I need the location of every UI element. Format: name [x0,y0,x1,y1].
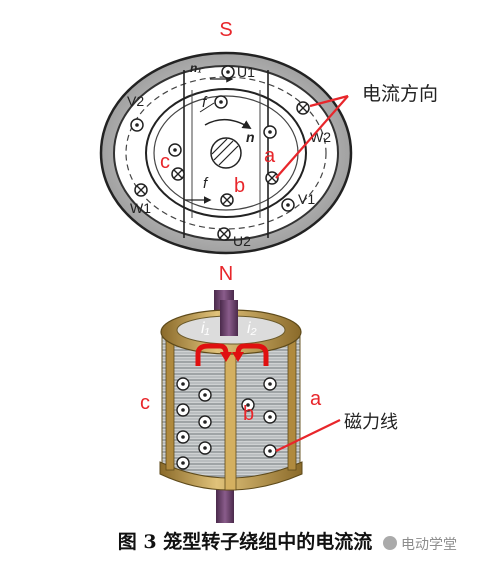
field-n1-label: n₁ [190,61,202,75]
current-arrow-left-head [220,352,232,362]
stator-slot-v2 [130,118,144,132]
force-top-arrow [199,102,215,113]
rotor-conductor-top [214,95,228,109]
cage-bar-right [287,339,297,471]
pole-s-label: S [219,19,232,41]
shaft-hatch-2 [218,145,239,166]
current-pointer-1 [309,94,349,108]
cage-bar-left [165,339,175,471]
stator-u1-label: U1 [237,64,255,80]
watermark: 电动学堂 [383,536,457,552]
bottom-end-ring [159,461,303,491]
watermark-logo-icon [383,536,397,550]
current-direction-label: 电流方向 [362,83,438,105]
rotation-arrow [204,119,252,129]
cage-bar-center [224,351,237,491]
rotor-conductor-bottom [220,193,234,207]
figure-caption: 图 3 笼型转子绕组中的电流流 [118,530,372,553]
pole-n-label: N [219,263,233,285]
force-f-bottom-label: f [203,175,209,192]
stator-v1-label: V1 [298,191,315,207]
stator-slot-w2 [296,101,310,115]
rotor-shaft-center [220,300,238,336]
rotor-conductor-left-upper [168,143,182,157]
watermark-text: 电动学堂 [401,536,457,552]
flux-pointer [275,419,341,452]
shaft-hatch-3 [211,138,228,155]
stator-slot-u2 [217,227,231,241]
rotor-conductor-right-lower [265,171,279,185]
cage-conductor-dots [176,377,277,470]
stator-u2-label: U2 [233,233,251,249]
rotor-b-label: b [234,175,245,197]
cage-b-label: b [243,403,254,425]
cage-rotor-3d: i₁ i₂ [140,290,398,523]
stator-slot-u1 [221,65,235,79]
stator-w1-label: W1 [130,200,151,216]
shaft-circle [210,137,242,169]
rotor-conductor-right-upper [263,125,277,139]
shaft-hatch-1 [213,140,234,161]
current-arrow-right [235,343,269,366]
flux-label: 磁力线 [344,412,398,432]
current-i1-label: i₁ [201,320,210,337]
stator-v2-label: V2 [127,93,144,109]
rotor-a-label: a [264,145,276,167]
rotor-c-label: c [160,151,170,173]
cage-c-label: c [140,392,150,414]
current-i2-label: i₂ [247,320,257,337]
rotor-shaft-bottom [216,488,234,523]
stator-rotor-diagram: S N n f f n₁ [99,19,438,285]
force-f-top-label: f [202,94,208,111]
current-pointer-2 [275,95,349,179]
current-arrow-right-head [232,352,244,362]
rotation-n-label: n [246,129,255,145]
stator-slot-w1 [134,183,148,197]
rotor-conductor-left-lower [171,167,185,181]
current-arrow-left [195,343,229,366]
cage-a-label: a [310,388,322,410]
stator-slot-v1 [281,198,295,212]
